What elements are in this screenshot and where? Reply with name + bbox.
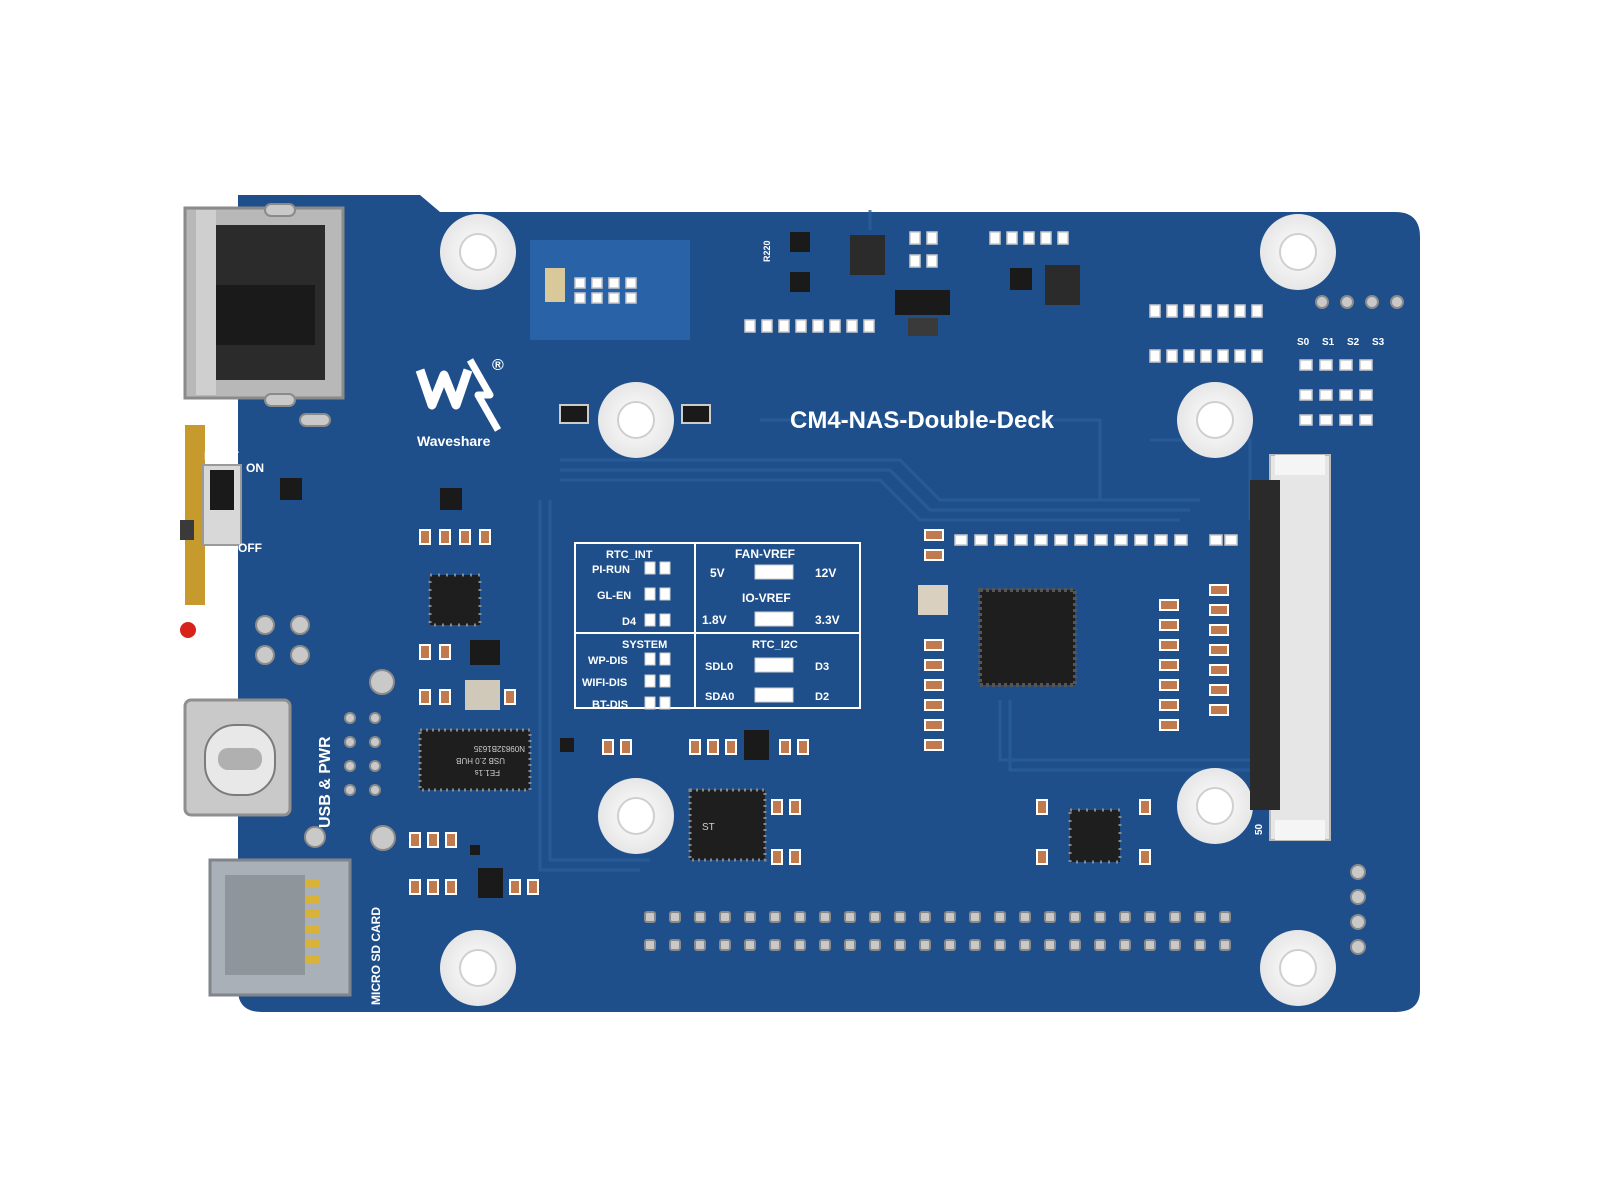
board-title: CM4-NAS-Double-Deck [790, 407, 1055, 434]
table-rtc-int: RTC_INT [606, 549, 653, 561]
waveshare-logo-icon [415, 358, 502, 432]
label-on: ON [246, 461, 264, 475]
table-12v: 12V [815, 566, 836, 580]
st-logo-marking: ST [702, 822, 715, 833]
config-table-frame [574, 542, 861, 709]
marking-r220: R220 [762, 240, 772, 262]
boot-switch [180, 425, 242, 605]
label-s1: S1 [1322, 337, 1335, 348]
table-io-vref: IO-VREF [742, 591, 791, 605]
pcb-body [238, 195, 1420, 1012]
table-sdl0: SDL0 [705, 661, 733, 673]
resistor-columns [409, 529, 1229, 895]
passive-components [574, 231, 1373, 546]
table-d4: D4 [622, 616, 637, 628]
fpc-connector [1250, 454, 1331, 841]
table-5v: 5V [710, 566, 725, 580]
label-fifty: 50 [1254, 823, 1265, 835]
table-wifi-dis: WIFI-DIS [582, 677, 627, 689]
table-1v8: 1.8V [702, 613, 727, 627]
label-micro-sd: MICRO SD CARD [369, 907, 383, 1005]
hub-chip-line1: FE1.1s [475, 768, 500, 777]
table-rtc-i2c: RTC_I2C [752, 639, 798, 651]
label-off: OFF [238, 541, 262, 555]
mounting-holes [440, 214, 1336, 1006]
hub-chip-line2: USB 2.0 HUB [456, 756, 505, 765]
jumper-pads [644, 561, 794, 710]
table-fan-vref: FAN-VREF [735, 547, 795, 561]
ethernet-port [183, 206, 345, 400]
test-points [255, 203, 1404, 955]
label-s2: S2 [1347, 337, 1360, 348]
table-system: SYSTEM [622, 639, 667, 651]
label-s3: S3 [1372, 337, 1385, 348]
table-gl-en: GL-EN [597, 590, 631, 602]
label-s0: S0 [1297, 337, 1310, 348]
label-usb-pwr: USB & PWR [317, 736, 334, 828]
hub-chip-line3: N09832B1635 [473, 744, 525, 753]
gpio-header [644, 911, 1231, 951]
ic-chips [280, 232, 1122, 898]
table-wp-dis: WP-DIS [588, 655, 628, 667]
table-d3: D3 [815, 661, 829, 673]
table-sda0: SDA0 [705, 691, 734, 703]
table-pi-run: PI-RUN [592, 564, 630, 576]
table-d2: D2 [815, 691, 829, 703]
brand-name: Waveshare [417, 433, 491, 449]
label-boot: BOOT [204, 449, 239, 463]
registered-mark: ® [492, 357, 504, 374]
status-led [180, 622, 196, 638]
micro-sd-slot [208, 858, 352, 997]
usb-c-port [183, 698, 292, 817]
table-bt-dis: BT-DIS [592, 699, 628, 711]
table-3v3: 3.3V [815, 613, 840, 627]
